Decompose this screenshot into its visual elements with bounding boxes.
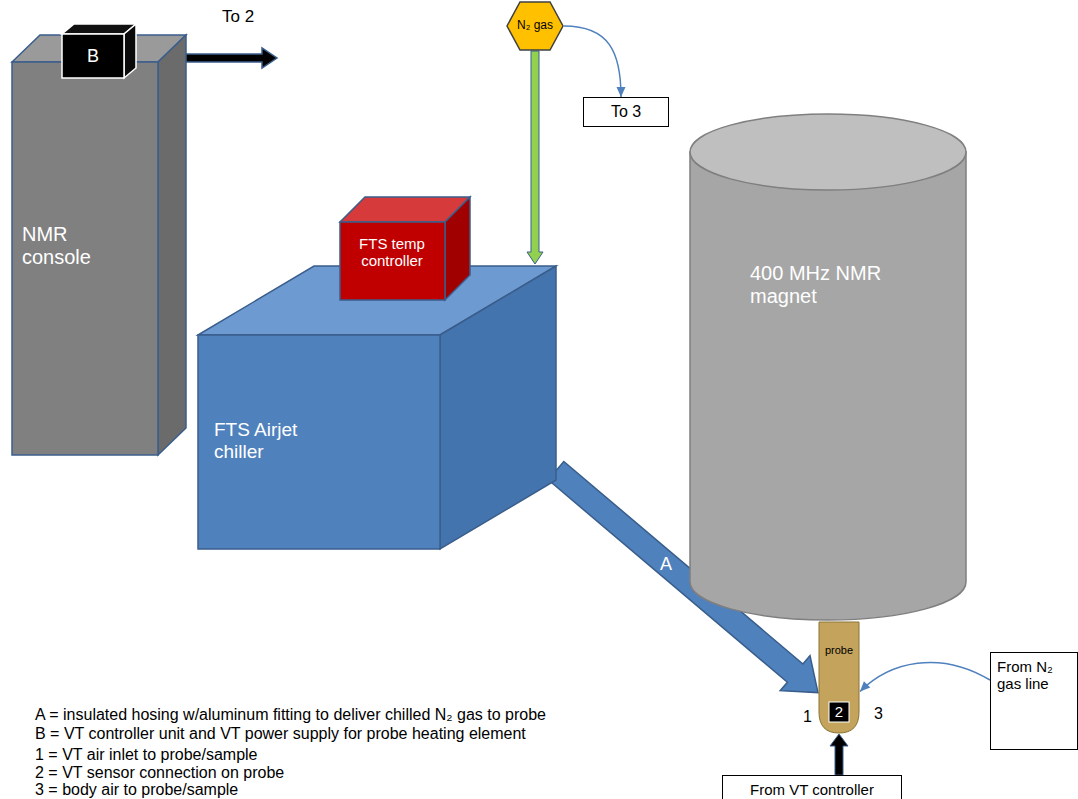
note-text: To 2 xyxy=(222,8,254,26)
text-holder: 400 MHz NMR magnet xyxy=(750,262,900,308)
arrow-head xyxy=(617,87,626,97)
node-text: NMR console xyxy=(22,223,117,269)
cube-side xyxy=(158,35,186,455)
note-box: To 3 xyxy=(583,97,669,127)
connector xyxy=(860,662,990,691)
nmr-console: NMR console xyxy=(10,33,188,457)
shape-outline xyxy=(688,112,968,624)
node-text: B xyxy=(87,46,99,67)
text-holder: probe xyxy=(818,644,860,657)
note-box: From N₂ gas line xyxy=(990,652,1078,750)
edge-label: A xyxy=(660,554,672,575)
gas-source: N₂ gas xyxy=(506,1,564,51)
shape-outline xyxy=(196,264,558,551)
signal-arrow xyxy=(830,734,848,775)
node-text: 2 xyxy=(835,703,843,720)
connector-square xyxy=(829,702,849,722)
text-holder: FTS temp controller xyxy=(342,235,442,270)
sensor-connector: 2 xyxy=(829,702,849,722)
connector xyxy=(527,51,543,264)
arrow-head xyxy=(860,681,870,691)
node-text: From N₂ gas line xyxy=(997,658,1071,693)
connector xyxy=(564,26,626,97)
nmr-magnet: 400 MHz NMR magnet xyxy=(688,112,968,624)
cube-top xyxy=(12,35,186,62)
node-text: probe xyxy=(818,644,860,657)
cube-front xyxy=(62,34,124,78)
note-box: From VT controller xyxy=(722,775,902,799)
node-text: FTS Airjet chiller xyxy=(214,419,324,463)
note-text: 3 = body air to probe/sample xyxy=(35,781,238,799)
note-text: A = insulated hosing w/aluminum fitting … xyxy=(35,706,546,724)
text-holder: FTS Airjet chiller xyxy=(214,419,324,463)
node-text: FTS temp controller xyxy=(342,235,442,270)
text-holder: NMR console xyxy=(22,223,117,269)
cube-front xyxy=(198,335,440,549)
temp-controller: FTS temp controller xyxy=(338,195,472,302)
cube-side xyxy=(124,24,136,78)
cube-front xyxy=(12,62,158,455)
cube-side xyxy=(440,266,556,549)
airjet-chiller: FTS Airjet chiller xyxy=(196,264,558,551)
text-holder: B xyxy=(62,34,124,78)
hexagon-shape xyxy=(507,2,563,50)
note-text: B = VT controller unit and VT power supp… xyxy=(35,725,526,743)
curved-line xyxy=(564,26,621,97)
gas-line-arrow xyxy=(527,51,543,264)
callout-number: 3 xyxy=(874,705,883,723)
probe-body xyxy=(819,622,859,733)
vt-controller-unit: B xyxy=(62,22,138,80)
curved-line xyxy=(860,662,990,691)
shape-outline xyxy=(62,22,138,80)
node-text: From VT controller xyxy=(729,781,895,798)
cylinder-top xyxy=(690,114,966,190)
cube-front xyxy=(340,222,445,300)
nmr-probe: probe 2 xyxy=(818,622,860,734)
node-text: N₂ gas xyxy=(517,19,553,33)
text-holder: 2 xyxy=(829,702,849,722)
callout-number: 1 xyxy=(803,708,812,726)
connector xyxy=(830,734,848,775)
cylinder-body xyxy=(690,152,966,620)
note-text: 2 = VT sensor connection on probe xyxy=(35,764,284,782)
node-text: To 3 xyxy=(590,103,662,121)
node-text: 400 MHz NMR magnet xyxy=(750,262,900,308)
text-holder: N₂ gas xyxy=(506,1,564,51)
note-text: 1 = VT air inlet to probe/sample xyxy=(35,746,258,764)
